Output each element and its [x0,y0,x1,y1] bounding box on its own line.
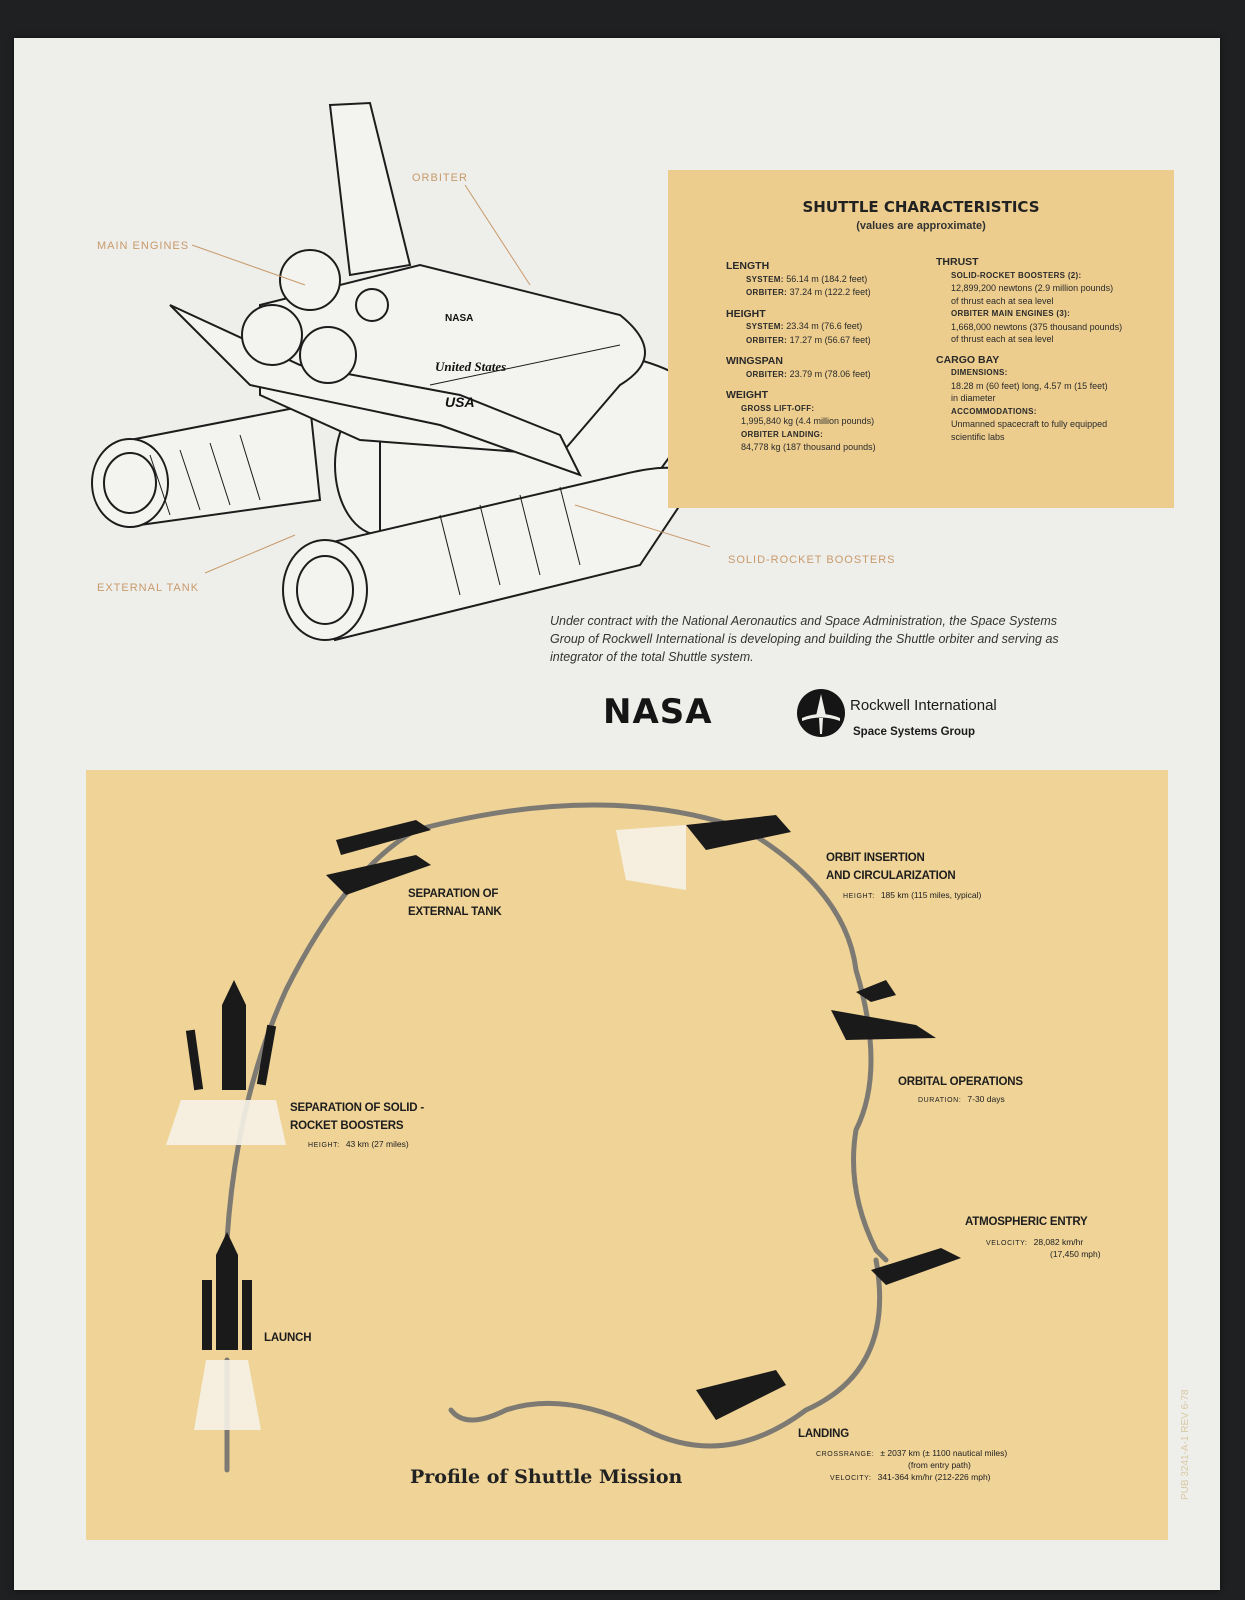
stage-orbit-insertion-title-2: AND CIRCULARIZATION [826,870,956,882]
profile-title: Profile of Shuttle Mission [410,1466,683,1488]
srb-separation-shuttle-icon [185,980,277,1091]
nasa-logo: NASA [603,692,713,732]
stage-entry-detail: VELOCITY:28,082 km/hr [986,1237,1084,1247]
atmospheric-entry-shuttle-icon [871,1248,961,1285]
usa-marking: USA [445,394,475,410]
stage-entry-title: ATMOSPHERIC ENTRY [965,1216,1088,1228]
stage-srb-sep-title-1: SEPARATION OF SOLID - [290,1102,425,1114]
length-system-value: 56.14 m (184.2 feet) [786,273,868,284]
orbiter-leader [464,184,531,286]
height-orbiter-value: 17.27 m (56.67 feet) [789,334,871,345]
stage-landing-crossrange-note: (from entry path) [908,1460,971,1470]
rockwell-name: Rockwell International [850,697,997,714]
characteristics-title: SHUTTLE CHARACTERISTICS [802,198,1040,216]
srb-exhaust [166,1100,286,1145]
characteristics-left-column: LENGTH SYSTEM: 56.14 m (184.2 feet) ORBI… [726,260,926,454]
main-engine-3 [299,326,357,384]
shuttle-illustration: NASA United States USA [91,101,710,642]
mission-path [166,802,961,1473]
characteristics-right-column: THRUST SOLID-ROCKET BOOSTERS (2): 12,899… [936,256,1166,443]
external-tank-label: EXTERNAL TANK [97,582,200,594]
height-heading: HEIGHT [726,307,766,320]
shuttle-characteristics-panel: SHUTTLE CHARACTERISTICS (values are appr… [668,170,1174,508]
rockwell-group: Space Systems Group [853,726,976,738]
weight-landing-value: 84,778 kg (187 thousand pounds) [741,442,876,452]
thrust-heading: THRUST [936,256,979,268]
orbital-operations-shuttle-icon [831,980,936,1040]
stage-srb-sep-detail: HEIGHT:43 km (27 miles) [308,1139,409,1149]
stage-et-sep-title-1: SEPARATION OF [408,888,499,900]
rockwell-logo-icon [797,689,845,737]
main-engine-2 [241,304,303,366]
stage-launch-title: LAUNCH [264,1332,312,1344]
srb-leader [574,504,710,548]
stage-landing-title: LANDING [798,1428,849,1440]
launch-shuttle-icon [202,1232,252,1350]
orbiter-tail [328,101,412,277]
length-heading: LENGTH [726,260,770,272]
contract-statement: Under contract with the National Aeronau… [550,614,1059,664]
nasa-marking: NASA [445,313,473,324]
stage-srb-sep-title-2: ROCKET BOOSTERS [290,1120,404,1132]
stage-landing-crossrange: CROSSRANGE:± 2037 km (± 1100 nautical mi… [816,1448,1008,1458]
mission-profile-panel [86,770,1168,1540]
orbit-insertion-shuttle-icon [686,815,791,850]
weight-liftoff-value: 1,995,840 kg (4.4 million pounds) [741,416,875,426]
et-separation-shuttle-icon [326,820,431,895]
height-system-value: 23.34 m (76.6 feet) [786,321,863,331]
main-engine-1 [279,249,341,311]
launch-exhaust [194,1360,261,1430]
characteristics-subtitle: (values are approximate) [856,220,986,232]
landing-shuttle-icon [696,1370,786,1420]
publication-number: PUB 3241-A-1 REV 6-78 [1180,1389,1191,1500]
stage-orbit-insertion-detail: HEIGHT:185 km (115 miles, typical) [843,890,982,900]
srb-label: SOLID-ROCKET BOOSTERS [728,554,896,566]
stage-orbit-insertion-title-1: ORBIT INSERTION [826,852,925,864]
cargo-bay-heading: CARGO BAY [936,353,1000,366]
wingspan-orbiter-value: 23.79 m (78.06 feet) [789,368,871,379]
external-tank-leader [204,534,296,574]
main-engines-label: MAIN ENGINES [97,240,190,252]
stage-entry-detail-2: (17,450 mph) [1050,1249,1101,1259]
stage-orbital-ops-title: ORBITAL OPERATIONS [898,1076,1023,1088]
orbit-insertion-exhaust [616,825,686,890]
stage-et-sep-title-2: EXTERNAL TANK [408,906,502,918]
weight-heading: WEIGHT [726,389,768,401]
stage-orbital-ops-detail: DURATION:7-30 days [918,1094,1005,1104]
main-engines-leader [191,244,306,286]
united-states-marking: United States [435,359,506,374]
orbiter-label: ORBITER [412,172,468,184]
stage-landing-velocity: VELOCITY:341-364 km/hr (212-226 mph) [830,1472,991,1482]
length-orbiter-value: 37.24 m (122.2 feet) [789,287,871,297]
wingspan-heading: WINGSPAN [726,355,783,367]
